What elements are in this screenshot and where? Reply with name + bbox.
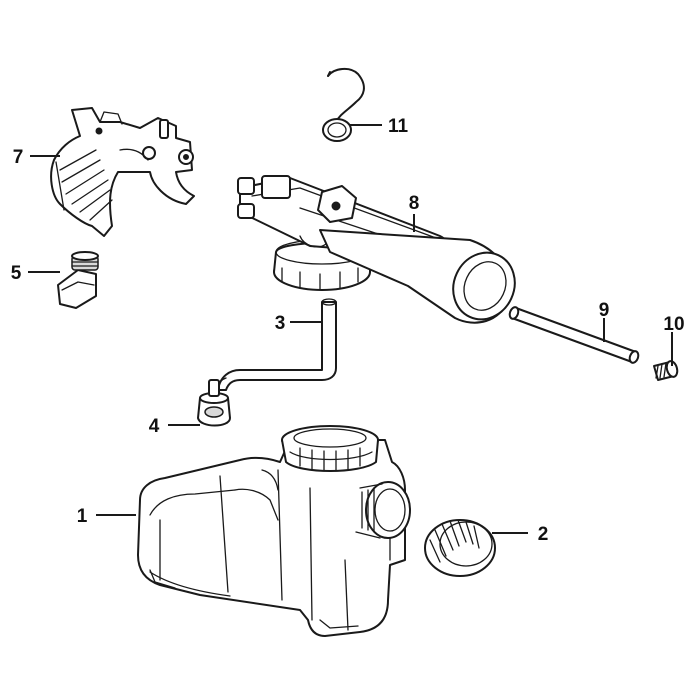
part-11-clip xyxy=(322,68,365,142)
callout-1: 1 xyxy=(77,506,88,527)
callout-8: 8 xyxy=(409,193,420,214)
part-5-fitting xyxy=(57,251,99,309)
callout-4: 4 xyxy=(149,416,160,437)
part-7-trigger xyxy=(50,107,195,237)
callout-2: 2 xyxy=(538,524,549,545)
part-1-tank xyxy=(137,425,411,637)
callout-9: 9 xyxy=(599,300,610,321)
leader-lines xyxy=(28,124,673,534)
callout-7: 7 xyxy=(13,147,24,168)
part-4-valve xyxy=(197,379,231,427)
callout-labels: 1 2 3 4 5 7 8 9 10 11 xyxy=(11,116,685,545)
callout-3: 3 xyxy=(275,313,286,334)
part-9-rod xyxy=(508,306,640,364)
callout-10: 10 xyxy=(663,314,684,335)
callout-5: 5 xyxy=(11,263,22,284)
callout-11: 11 xyxy=(388,116,409,137)
part-10-screw xyxy=(653,360,679,381)
part-8-wand xyxy=(237,175,516,324)
part-2-cap xyxy=(424,519,496,577)
